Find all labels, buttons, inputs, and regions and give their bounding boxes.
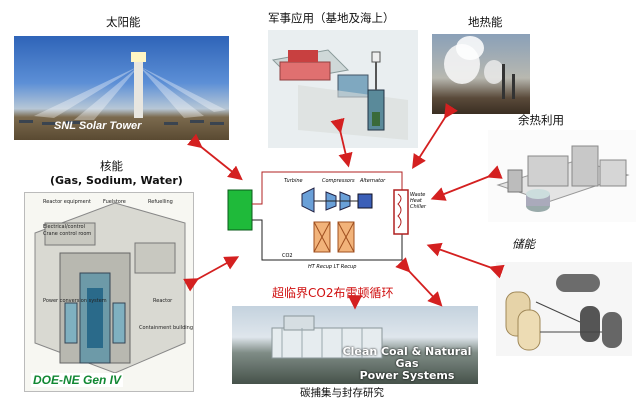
reactor-label: Reactor equipment xyxy=(43,199,91,205)
label-military: 军事应用（基地及海上） xyxy=(268,11,395,25)
solar-tower-photo: SNL Solar Tower xyxy=(14,36,229,140)
reactor-label: Electrical/control xyxy=(43,224,85,230)
heater-block xyxy=(227,189,253,231)
reactor-label: Crane control room xyxy=(43,231,92,237)
military-base-graphic xyxy=(271,49,408,140)
coal-caption: Clean Coal & Natural Gas Power Systems xyxy=(336,346,478,382)
label-ccs: 碳捕集与封存研究 xyxy=(300,387,384,399)
nuclear-caption: DOE-NE Gen IV xyxy=(31,373,124,387)
cycle-label-recup: HT Recup LT Recup xyxy=(308,264,357,270)
reactor-label: Reactor xyxy=(153,298,173,304)
cycle-label-waste-heat-1: Waste Heat xyxy=(410,192,426,204)
label-geothermal: 地热能 xyxy=(468,15,503,29)
label-waste-heat: 余热利用 xyxy=(518,113,564,127)
reactor-label-list: Reactor equipment Fuelstore Refuelling E… xyxy=(43,199,193,332)
arrow-waste-heat xyxy=(430,165,503,201)
coal-caption-line2: Power Systems xyxy=(359,369,455,382)
reactor-graphic xyxy=(34,202,186,374)
solar-caption: SNL Solar Tower xyxy=(54,120,142,132)
clean-coal-photo: Clean Coal & Natural Gas Power Systems xyxy=(232,306,478,384)
turbine-shape xyxy=(301,187,315,213)
steam-graphic xyxy=(444,36,515,99)
cycle-graphic xyxy=(227,171,409,261)
cycle-label-waste-heat: Waste Heat Chiller xyxy=(410,192,428,210)
label-nuclear-sub: (Gas, Sodium, Water) xyxy=(50,174,183,187)
label-solar: 太阳能 xyxy=(106,15,141,29)
cycle-label-co2: CO2 xyxy=(282,253,293,259)
reactor-label: Containment building xyxy=(139,325,193,331)
solar-tower-graphic xyxy=(19,52,226,125)
cycle-label-alternator: Alternator xyxy=(360,178,386,184)
reactor-label: Refuelling xyxy=(148,199,173,205)
tanks-graphic xyxy=(505,274,622,351)
label-nuclear: 核能 xyxy=(100,159,123,173)
waste-heat-plant xyxy=(488,130,636,222)
coal-caption-line1: Clean Coal & Natural Gas xyxy=(342,345,472,370)
energy-storage-diagram xyxy=(496,262,632,356)
geothermal-photo xyxy=(432,34,530,114)
nuclear-reactor-diagram: Reactor equipment Fuelstore Refuelling E… xyxy=(24,192,194,392)
label-storage: 储能 xyxy=(512,237,535,251)
cycle-label-waste-heat-2: Chiller xyxy=(410,204,426,210)
military-diagram xyxy=(268,30,418,148)
cycle-label-compressors: Compressors xyxy=(322,178,355,184)
cycle-label-turbine: Turbine xyxy=(284,178,303,184)
reactor-label: Power conversion system xyxy=(43,298,107,304)
reactor-label: Fuelstore xyxy=(103,199,126,205)
arrow-storage xyxy=(426,242,505,279)
plant-graphic xyxy=(496,145,630,212)
arrow-geothermal xyxy=(412,103,458,170)
alternator-shape xyxy=(357,193,373,209)
coal-plant-graphic xyxy=(271,315,383,359)
cycle-title: 超临界CO2布雷顿循环 xyxy=(272,286,394,300)
brayton-cycle-schematic: Turbine Compressors Alternator Waste Hea… xyxy=(222,164,428,278)
